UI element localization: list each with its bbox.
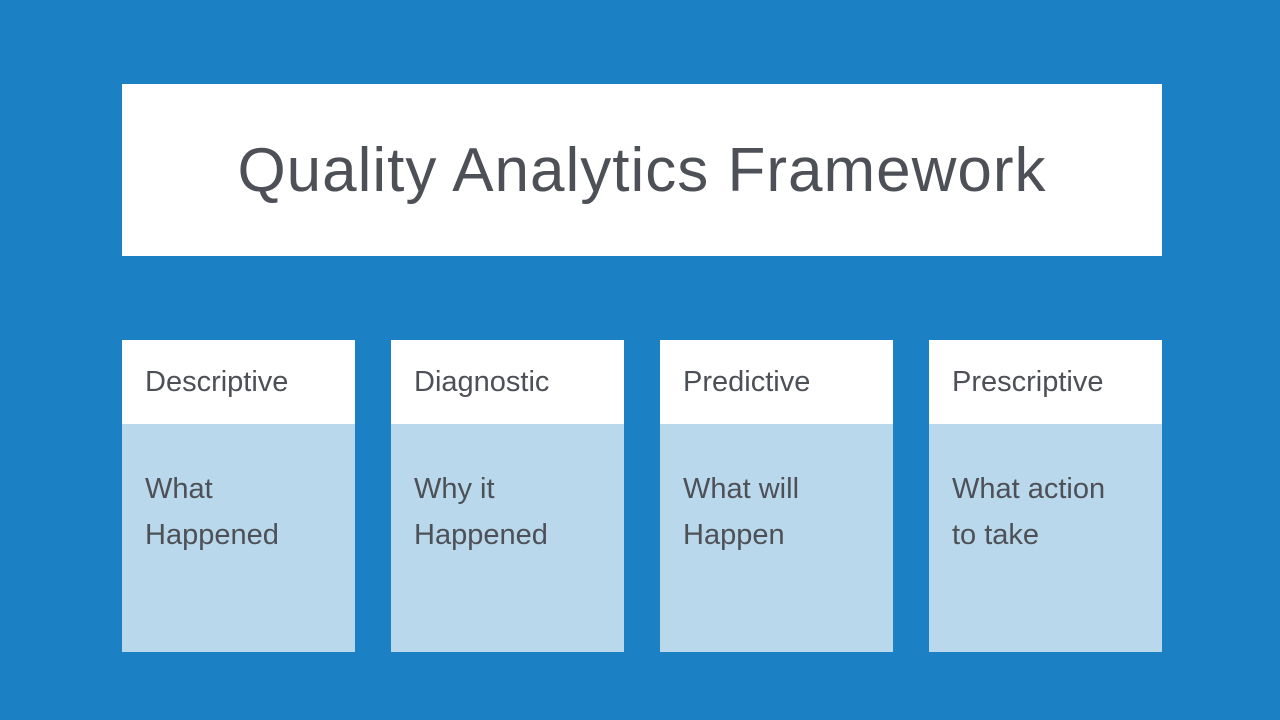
card-diagnostic-header: Diagnostic: [391, 340, 624, 424]
card-body-text: What Happened: [145, 473, 279, 551]
card-prescriptive-body: What action to take: [929, 424, 1162, 652]
card-prescriptive-header: Prescriptive: [929, 340, 1162, 424]
card-header-label: Diagnostic: [414, 365, 550, 398]
card-predictive: Predictive What will Happen: [660, 340, 893, 652]
card-body-text: What action to take: [952, 473, 1106, 551]
card-predictive-header: Predictive: [660, 340, 893, 424]
card-predictive-body: What will Happen: [660, 424, 893, 652]
card-descriptive-body: What Happened: [122, 424, 355, 652]
analytics-cards-row: Descriptive What Happened Diagnostic Why…: [122, 340, 1162, 652]
card-descriptive-header: Descriptive: [122, 340, 355, 424]
card-header-label: Descriptive: [145, 365, 289, 398]
card-diagnostic: Diagnostic Why it Happened: [391, 340, 624, 652]
card-descriptive: Descriptive What Happened: [122, 340, 355, 652]
card-header-label: Predictive: [683, 365, 811, 398]
card-header-label: Prescriptive: [952, 365, 1104, 398]
card-prescriptive: Prescriptive What action to take: [929, 340, 1162, 652]
card-body-text: What will Happen: [683, 473, 800, 551]
card-diagnostic-body: Why it Happened: [391, 424, 624, 652]
card-body-text: Why it Happened: [414, 473, 548, 551]
slide-title: Quality Analytics Framework: [237, 135, 1047, 205]
title-banner: Quality Analytics Framework: [122, 84, 1162, 256]
